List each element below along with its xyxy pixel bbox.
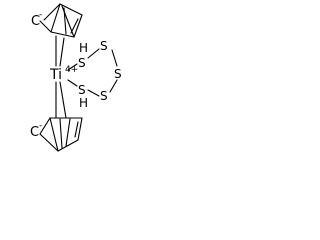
- top-ring-bond-5: [39, 20, 52, 33]
- sulfur-5-hydrogen-label: H: [79, 96, 88, 110]
- top-ring-carbon-label: C: [31, 14, 40, 29]
- bottom-ring-double-bond: [74, 121, 79, 138]
- ti-top-ring-bond-b: [59, 37, 65, 67]
- top-ring-bond-2: [59, 3, 83, 16]
- top-ring-bond-4: [50, 31, 75, 38]
- bottom-ring-inner-3: [65, 118, 71, 147]
- top-ring-inner-3: [63, 7, 67, 35]
- top-cyclopentadienyl-ring: [39, 3, 83, 38]
- bottom-ring-inner-2: [59, 118, 63, 149]
- pentasulfide-chain-bonds: [67, 48, 118, 97]
- sulfur-3-label: S: [114, 67, 122, 81]
- bottom-ring-charge: -: [39, 121, 42, 131]
- s3-s4-bond: [109, 79, 118, 93]
- titanium-charge: 4+: [65, 65, 78, 75]
- bottom-ring-bond-4: [39, 133, 59, 152]
- titanium-atom-label: Ti: [49, 67, 62, 83]
- top-ring-bond-1: [43, 3, 61, 21]
- sulfur-1-hydrogen-label: H: [79, 41, 88, 55]
- bottom-ring-bond-2: [77, 117, 83, 141]
- top-ring-double-bond: [70, 18, 79, 34]
- bottom-ring-inner-1: [49, 117, 59, 152]
- bottom-ring-carbon-label: C: [30, 125, 39, 140]
- s4-s5-bond: [87, 89, 100, 97]
- metal-ring-bonds: [55, 35, 67, 119]
- top-ring-charge: -: [39, 10, 42, 20]
- titanocene-pentasulfide-structure: C - Ti 4+ H S S S S S H C -: [30, 3, 122, 152]
- ti-bottom-ring-bond-b: [59, 81, 67, 119]
- top-ring-bond-3: [73, 14, 83, 38]
- ti-s1-bond: [67, 63, 78, 71]
- s2-s3-bond: [111, 49, 118, 67]
- sulfur-2-label: S: [100, 39, 108, 53]
- top-ring-inner-1: [50, 3, 61, 33]
- s1-s2-bond: [87, 48, 100, 59]
- s5-ti-bond: [67, 79, 78, 87]
- bottom-ring-bond-5: [39, 117, 51, 135]
- sulfur-1-label: S: [78, 56, 86, 70]
- sulfur-4-label: S: [100, 89, 108, 103]
- bottom-cyclopentadienyl-ring: [39, 117, 83, 152]
- sulfur-5-label: S: [78, 83, 86, 97]
- bottom-ring-bond-3: [57, 139, 79, 152]
